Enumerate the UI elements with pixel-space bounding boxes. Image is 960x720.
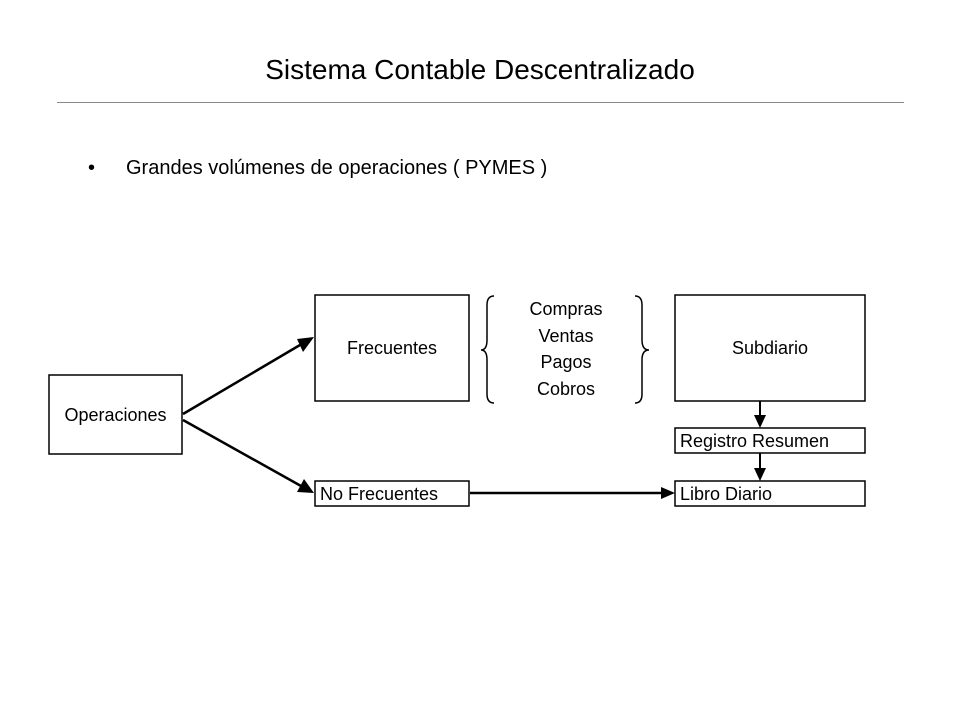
subdiario-node: Subdiario	[674, 294, 866, 402]
registro-resumen-box	[674, 427, 866, 454]
subdiario-box	[674, 294, 866, 402]
title-divider	[57, 102, 904, 103]
frequent-type-ventas: Ventas	[538, 326, 593, 346]
arrow-no-frecuentes-to-libro-diario	[470, 487, 675, 499]
arrow-operaciones-to-frecuentes	[182, 337, 314, 416]
bullet-item: • Grandes volúmenes de operaciones ( PYME…	[88, 154, 547, 182]
frequent-type-pagos: Pagos	[540, 352, 591, 372]
bullet-dot-icon: •	[88, 157, 96, 179]
arrow-line	[182, 343, 301, 416]
operaciones-node: Operaciones	[48, 374, 183, 455]
left-brace-icon	[480, 295, 495, 404]
libro-diario-label: Libro Diario	[680, 484, 772, 504]
libro-diario-box	[674, 480, 866, 507]
arrow-subdiario-to-registro-resumen	[754, 401, 766, 428]
operaciones-label: Operaciones	[64, 405, 166, 425]
arrow-head-icon	[661, 487, 675, 499]
arrow-head-icon	[754, 468, 766, 481]
frequent-types-list: Compras Ventas Pagos Cobros	[529, 299, 602, 399]
bullet-text: Grandes volúmenes de operaciones ( PYMES…	[126, 157, 548, 179]
right-brace-icon	[634, 295, 650, 404]
arrow-registro-resumen-to-libro-diario	[754, 453, 766, 481]
arrow-head-icon	[754, 415, 766, 428]
no-frecuentes-label: No Frecuentes	[320, 484, 438, 504]
operaciones-box	[48, 374, 183, 455]
registro-resumen-label: Registro Resumen	[680, 431, 829, 451]
frecuentes-box	[314, 294, 470, 402]
frecuentes-label: Frecuentes	[347, 338, 437, 358]
slide-title: Sistema Contable Descentralizado	[265, 54, 695, 85]
frequent-type-compras: Compras	[529, 299, 602, 319]
frecuentes-node: Frecuentes	[314, 294, 470, 402]
frequent-type-cobros: Cobros	[537, 379, 595, 399]
registro-resumen-node: Registro Resumen	[674, 427, 866, 454]
libro-diario-node: Libro Diario	[674, 480, 866, 507]
no-frecuentes-box	[314, 480, 470, 507]
subdiario-label: Subdiario	[732, 338, 808, 358]
arrow-head-icon	[297, 337, 314, 352]
arrow-head-icon	[297, 479, 314, 493]
arrow-operaciones-to-no-frecuentes	[182, 418, 314, 493]
no-frecuentes-node: No Frecuentes	[314, 480, 470, 507]
arrow-line	[182, 418, 302, 488]
